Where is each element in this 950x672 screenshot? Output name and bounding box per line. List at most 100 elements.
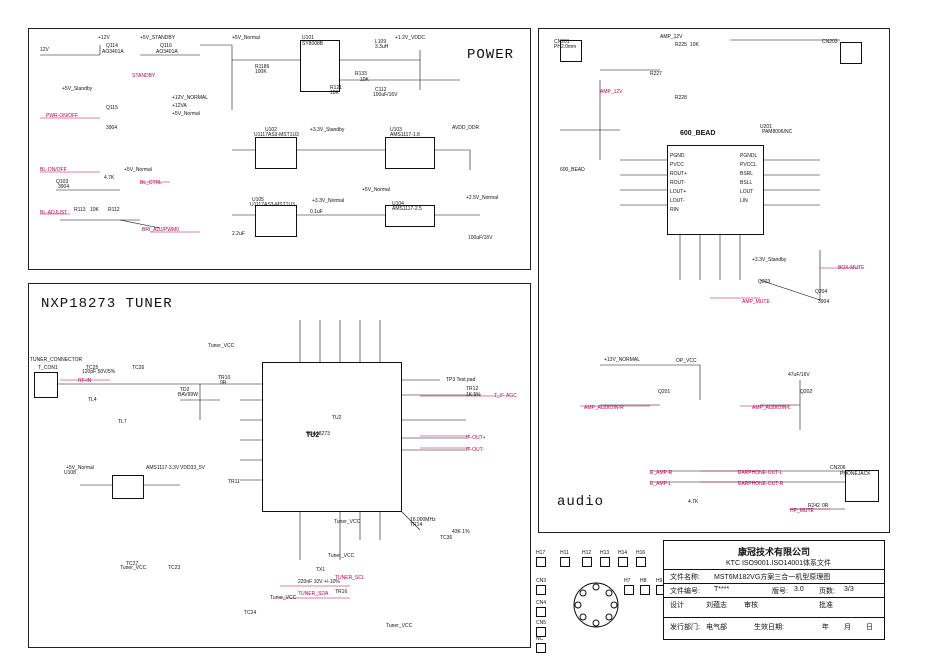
regulator-u108-chip xyxy=(112,475,144,499)
tuner-component-label: TUNER_CONNECTOR xyxy=(30,357,83,363)
power-component-label: 2.2uF xyxy=(232,231,245,237)
date-year: 年 xyxy=(822,624,829,631)
tuner-component-label: TDA18273 xyxy=(306,431,330,437)
tuner-component-label: Tuner_VCC xyxy=(334,519,361,525)
pad-square xyxy=(536,585,546,595)
audio-component-label: Q202 xyxy=(800,389,813,395)
cn201-connector xyxy=(560,40,582,62)
audio-component-label: CN203 xyxy=(822,39,838,45)
pad-label: H14 xyxy=(618,550,628,556)
tda18273-label: TU2 xyxy=(306,432,320,439)
audio-component-label: EARPHONE-OUT-L xyxy=(738,470,783,476)
power-component-label: +5V_Normal xyxy=(232,35,260,41)
pad-label: NC xyxy=(536,636,544,642)
pad-label: CN4 xyxy=(536,600,547,606)
tuner-component-label: 0R xyxy=(220,380,227,386)
tuner-component-label: TU2 xyxy=(332,415,342,421)
audio-component-label: PAM8006/NC xyxy=(762,129,793,135)
tuner-component-label: 120pF 50V/5% xyxy=(82,369,116,375)
power-panel-title: POWER xyxy=(467,47,515,63)
pad-square xyxy=(536,607,546,617)
tuner-connector xyxy=(34,372,58,398)
pad-label: H12 xyxy=(582,550,592,556)
regulator-u105-chip xyxy=(255,205,297,237)
power-component-label: Q103 xyxy=(56,179,69,185)
tuner-component-label: TX1 xyxy=(316,567,326,573)
power-component-label: +5V_Standby xyxy=(62,86,93,92)
audio-component-label: E_AMP-L xyxy=(650,481,672,487)
power-component-label: +3.3V_Standby xyxy=(310,127,345,133)
pad-square xyxy=(636,557,646,567)
pad-label: H16 xyxy=(636,550,646,556)
audio-component-label: U201 xyxy=(760,124,772,130)
power-component-label: +12V xyxy=(98,35,110,41)
phonejack-connector xyxy=(845,470,879,502)
audio-component-label: RIN xyxy=(670,207,679,213)
pad-label: H11 xyxy=(560,550,569,556)
tuner-component-label: TR14 xyxy=(410,522,423,528)
audio-component-label: HP_MUTE xyxy=(790,508,814,514)
audio-component-label: BSRL xyxy=(740,171,754,177)
pad-label: H17 xyxy=(536,550,546,556)
file-name-value: MST6M182VG方案三合一机型原理图 xyxy=(714,574,831,581)
power-component-label: AO3401A xyxy=(156,49,178,55)
audio-component-label: PVCC xyxy=(670,162,684,168)
power-component-label: +12V_NORMAL xyxy=(172,95,208,101)
audio-component-label: 0R xyxy=(822,503,829,509)
audio-component-label: 4.7K xyxy=(688,499,699,505)
audio-component-label: EARPHONE-OUT-R xyxy=(738,481,784,487)
pad-square xyxy=(536,643,546,653)
version-value: 3.0 xyxy=(794,586,804,593)
audio-component-label: LIN xyxy=(740,198,748,204)
power-panel: POWER xyxy=(28,28,531,270)
tuner-component-label: IF-OUT- xyxy=(466,447,485,453)
power-component-label: 3904 xyxy=(58,184,70,190)
designer-name: 刘蕴志 xyxy=(706,602,727,609)
audio-component-label: OP_VCC xyxy=(676,358,697,364)
tuner-component-label: RF-IN xyxy=(78,378,92,384)
tuner-component-label: T_CON1 xyxy=(38,365,58,371)
audio-component-label: PHONEJACK xyxy=(840,471,871,477)
tuner-component-label: Tuner_VCC xyxy=(386,623,413,629)
pad-square xyxy=(536,627,546,637)
pad-square xyxy=(536,557,546,567)
power-component-label: U1117AS3-MST1U3 xyxy=(254,132,299,138)
power-component-label: 100K xyxy=(255,69,267,75)
audio-component-label: R225 xyxy=(675,42,687,48)
tuner-component-label: 43K 1% xyxy=(452,529,470,535)
audio-component-label: 3904 xyxy=(818,299,830,305)
audio-component-label: LOUT- xyxy=(670,198,685,204)
certification: KTC ISO9001.ISO14001体系文件 xyxy=(726,560,832,567)
tuner-component-label: TR16 xyxy=(335,589,348,595)
file-no-value: T**** xyxy=(714,586,730,593)
audio-component-label: LOUT+ xyxy=(670,189,687,195)
power-component-label: +2.5V_Normal xyxy=(466,195,499,201)
power-component-label: U105 xyxy=(252,197,264,203)
regulator-u103-chip xyxy=(385,137,435,169)
power-component-label: 100uF/16V xyxy=(468,235,493,241)
tuner-panel-title: NXP18273 TUNER xyxy=(41,296,173,312)
audio-component-label: CN201 xyxy=(554,39,570,45)
pad-label: H7 xyxy=(624,578,631,584)
power-component-label: +1.2V_VDDC xyxy=(395,35,426,41)
pad-label: H9 xyxy=(656,578,663,584)
audio-component-label: LOUT xyxy=(740,189,754,195)
tuner-component-label: IF-OUT+ xyxy=(466,435,486,441)
audio-component-label: ROUT- xyxy=(670,180,686,186)
socket-footprint-icon xyxy=(573,582,619,628)
power-component-label: R112 xyxy=(108,207,120,213)
power-component-label: 3904 xyxy=(106,125,118,131)
regulator-u102-chip xyxy=(255,137,297,169)
audio-panel-title: audio xyxy=(557,494,605,510)
power-component-label: R121 xyxy=(330,85,342,91)
pam8006-chip xyxy=(667,145,764,235)
tuner-component-label: U108 xyxy=(64,470,76,476)
tuner-component-label: TL4 xyxy=(88,397,97,403)
power-component-label: AVDD_DDR xyxy=(452,125,480,131)
power-component-label: R113 xyxy=(74,207,86,213)
power-component-label: C112 xyxy=(375,87,387,93)
version-label: 版号: xyxy=(772,588,788,595)
tuner-component-label: Tuner_VCC xyxy=(208,343,235,349)
audio-component-label: PVCCL xyxy=(740,162,757,168)
audio-component-label: R227 xyxy=(650,71,662,77)
